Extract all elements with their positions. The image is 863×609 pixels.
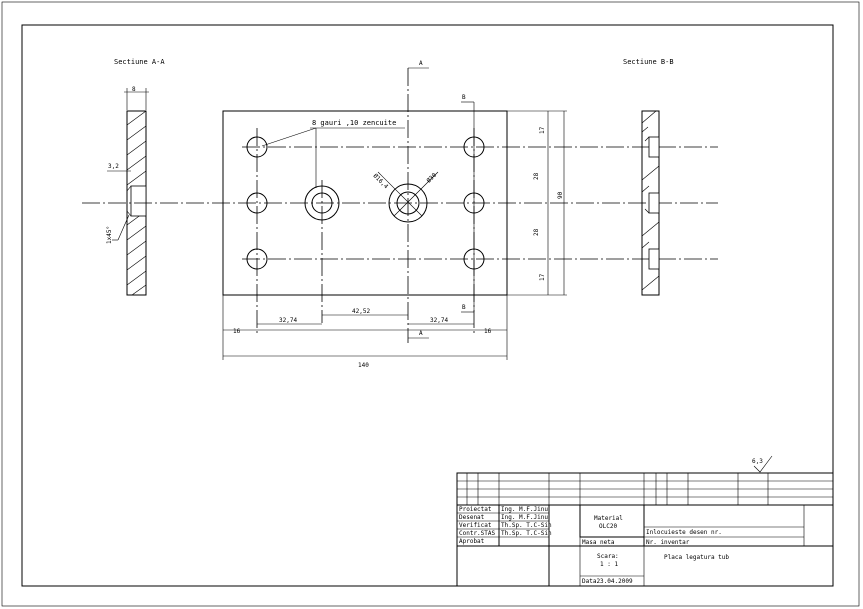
- section-bb-view: Sectiune B-B: [623, 58, 674, 296]
- dim-bottom-3274-left: 32,74: [279, 317, 297, 324]
- counterbore-inner: [311, 192, 333, 214]
- section-b-bottom: B: [462, 304, 466, 311]
- dim-bottom-4252: 42,52: [352, 308, 370, 315]
- dim-bottom-16-right: 16: [484, 328, 492, 335]
- name-proiectat: Ing. M.F.Jinu: [501, 506, 548, 513]
- part-name: Placa legatura tub: [664, 554, 729, 561]
- dim-height: 90: [557, 191, 564, 199]
- scale-label: Scara:: [597, 553, 619, 560]
- dim-right-28-upper: 28: [533, 172, 540, 180]
- name-contr-stas: Th.Sp. T.C-Sin: [501, 530, 552, 537]
- aa-thickness-label: 8: [132, 86, 136, 93]
- hole: [246, 192, 268, 214]
- bb-hatch-pattern: [641, 110, 660, 291]
- role-contr-stas: Contr.STAS: [459, 530, 496, 537]
- role-desenat: Desenat: [459, 514, 485, 521]
- diam-small-label: Ø16,4: [372, 172, 390, 190]
- role-proiectat: Proiectat: [459, 506, 492, 513]
- dim-bottom-16-left: 16: [233, 328, 241, 335]
- dim-right-17-top: 17: [539, 126, 546, 134]
- inventory-label: Nr. inventar: [646, 539, 690, 546]
- section-b-top: B: [462, 94, 466, 101]
- aa-offset-label: 3,2: [108, 163, 119, 170]
- section-bb-title: Sectiune B-B: [623, 58, 674, 66]
- dim-total: 140: [358, 362, 369, 369]
- drawing-border: [21, 24, 834, 587]
- role-aprobat: Aprobat: [459, 538, 485, 545]
- aa-chamfer-label: 1x45°: [106, 226, 113, 244]
- section-a-top: A: [419, 60, 423, 67]
- title-block: Proiectat Desenat Verificat Contr.STAS A…: [456, 472, 834, 587]
- roughness-value: 6,3: [752, 458, 763, 465]
- replaces-label: Inlocuieste desen nr.: [646, 529, 722, 536]
- dim-right-17-bottom: 17: [539, 273, 546, 281]
- hole: [246, 248, 268, 270]
- roughness-symbol: 6,3: [752, 455, 773, 473]
- mass-label: Masa neta: [582, 539, 615, 546]
- scale-value: 1 : 1: [600, 561, 618, 568]
- role-verificat: Verificat: [459, 522, 492, 529]
- name-desenat: Ing. M.F.Jinu: [501, 514, 548, 521]
- holes-note: 8 gauri ,10 zencuite: [312, 119, 396, 127]
- date-value: Data23.04.2009: [582, 578, 633, 585]
- section-aa-view: Sectiune A-A 8 3,2 1x45°: [106, 58, 165, 296]
- section-a-bottom: A: [419, 330, 423, 337]
- plate-outline: [222, 110, 508, 296]
- name-verificat: Th.Sp. T.C-Sin: [501, 522, 552, 529]
- dim-bottom-3274-right: 32,74: [430, 317, 448, 324]
- plan-view: Ø16,4 Ø30 8 gauri ,10 zencuite A A B B 1…: [222, 60, 718, 369]
- material-value: OLC20: [599, 523, 617, 530]
- title-block-frame: [456, 472, 834, 587]
- counterbore-outer: [304, 185, 340, 221]
- material-label: Material: [594, 515, 623, 522]
- dim-right-28-lower: 28: [533, 228, 540, 236]
- section-aa-title: Sectiune A-A: [114, 58, 165, 66]
- hole: [246, 136, 268, 158]
